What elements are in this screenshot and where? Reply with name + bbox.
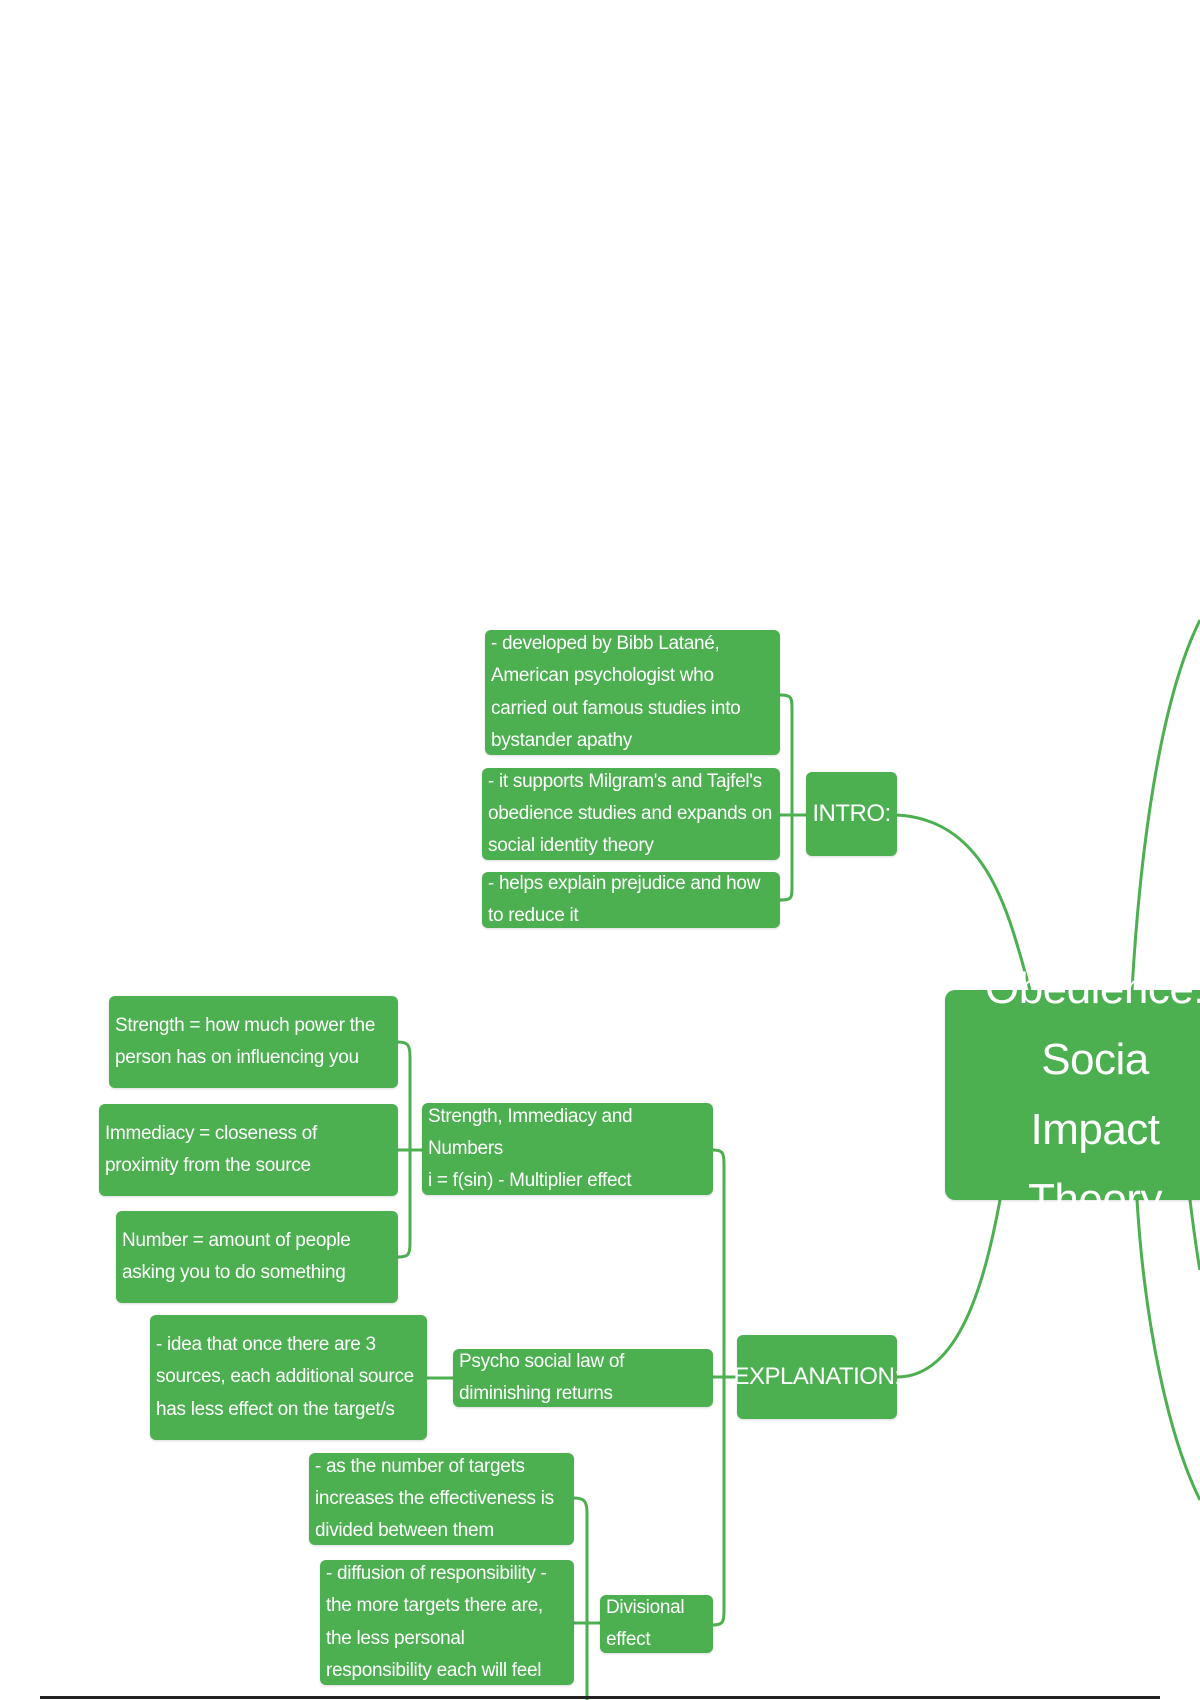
central-topic[interactable]: Obedience: Socia Impact Theory xyxy=(945,964,1200,1224)
diminishing-item-1-text: - idea that once there are 3 sources, ea… xyxy=(156,1334,414,1420)
subtopic-diminishing-returns[interactable]: Psycho social law of diminishing returns xyxy=(453,1349,713,1407)
intro-item-1[interactable]: - developed by Bibb Latané, American psy… xyxy=(485,630,780,755)
connector-offscreen-down xyxy=(1135,1199,1200,1501)
sin-item-immediacy-text: Immediacy = closeness of proximity from … xyxy=(105,1122,317,1176)
divisional-item-1-text: - as the number of targets increases the… xyxy=(315,1455,554,1542)
central-topic-line2: Impact Theory xyxy=(1028,1105,1162,1225)
branch-intro-label: INTRO: xyxy=(812,799,891,827)
subtopic-sin-line2: i = f(sin) - Multiplier effect xyxy=(428,1170,632,1192)
subtopic-sin[interactable]: Strength, Immediacy and Numbers i = f(si… xyxy=(422,1103,713,1195)
connector-offscreen-mid xyxy=(1188,1199,1200,1271)
divisional-item-1[interactable]: - as the number of targets increases the… xyxy=(309,1453,574,1545)
sin-item-strength[interactable]: Strength = how much power the person has… xyxy=(109,996,398,1088)
branch-intro[interactable]: INTRO: xyxy=(806,772,897,856)
sin-item-immediacy[interactable]: Immediacy = closeness of proximity from … xyxy=(99,1104,398,1196)
bracket-divisional xyxy=(573,1496,589,1700)
sin-item-strength-text: Strength = how much power the person has… xyxy=(115,1014,376,1068)
intro-item-3[interactable]: - helps explain prejudice and how to red… xyxy=(482,872,780,928)
bracket-explanation xyxy=(712,1148,726,1627)
branch-explanation[interactable]: EXPLANATION: xyxy=(734,1335,901,1419)
subtopic-divisional-effect[interactable]: Divisional effect xyxy=(600,1595,713,1653)
divisional-item-2-text: - diffusion of responsibility - the more… xyxy=(326,1562,547,1681)
connector-center-explanation xyxy=(896,1199,1002,1379)
subtopic-diminishing-returns-label: Psycho social law of diminishing returns xyxy=(459,1350,625,1404)
central-topic-line1: Obedience: Socia xyxy=(984,964,1200,1084)
branch-explanation-label: EXPLANATION: xyxy=(733,1362,901,1390)
connector-center-intro xyxy=(896,813,1032,991)
subtopic-sin-line1: Strength, Immediacy and Numbers xyxy=(428,1105,633,1159)
sin-item-number-text: Number = amount of people asking you to … xyxy=(122,1229,351,1283)
divisional-item-2[interactable]: - diffusion of responsibility - the more… xyxy=(320,1560,574,1685)
bottom-divider xyxy=(40,1696,1160,1699)
intro-item-3-text: - helps explain prejudice and how to red… xyxy=(488,872,761,926)
intro-item-2-text: - it supports Milgram's and Tajfel's obe… xyxy=(488,770,773,857)
bracket-intro xyxy=(779,693,794,902)
intro-item-1-text: - developed by Bibb Latané, American psy… xyxy=(491,632,741,751)
connector-offscreen-up xyxy=(1130,619,1200,991)
intro-item-2[interactable]: - it supports Milgram's and Tajfel's obe… xyxy=(482,768,780,860)
diminishing-item-1[interactable]: - idea that once there are 3 sources, ea… xyxy=(150,1315,427,1440)
sin-item-number[interactable]: Number = amount of people asking you to … xyxy=(116,1211,398,1303)
subtopic-divisional-effect-label: Divisional effect xyxy=(606,1596,685,1650)
